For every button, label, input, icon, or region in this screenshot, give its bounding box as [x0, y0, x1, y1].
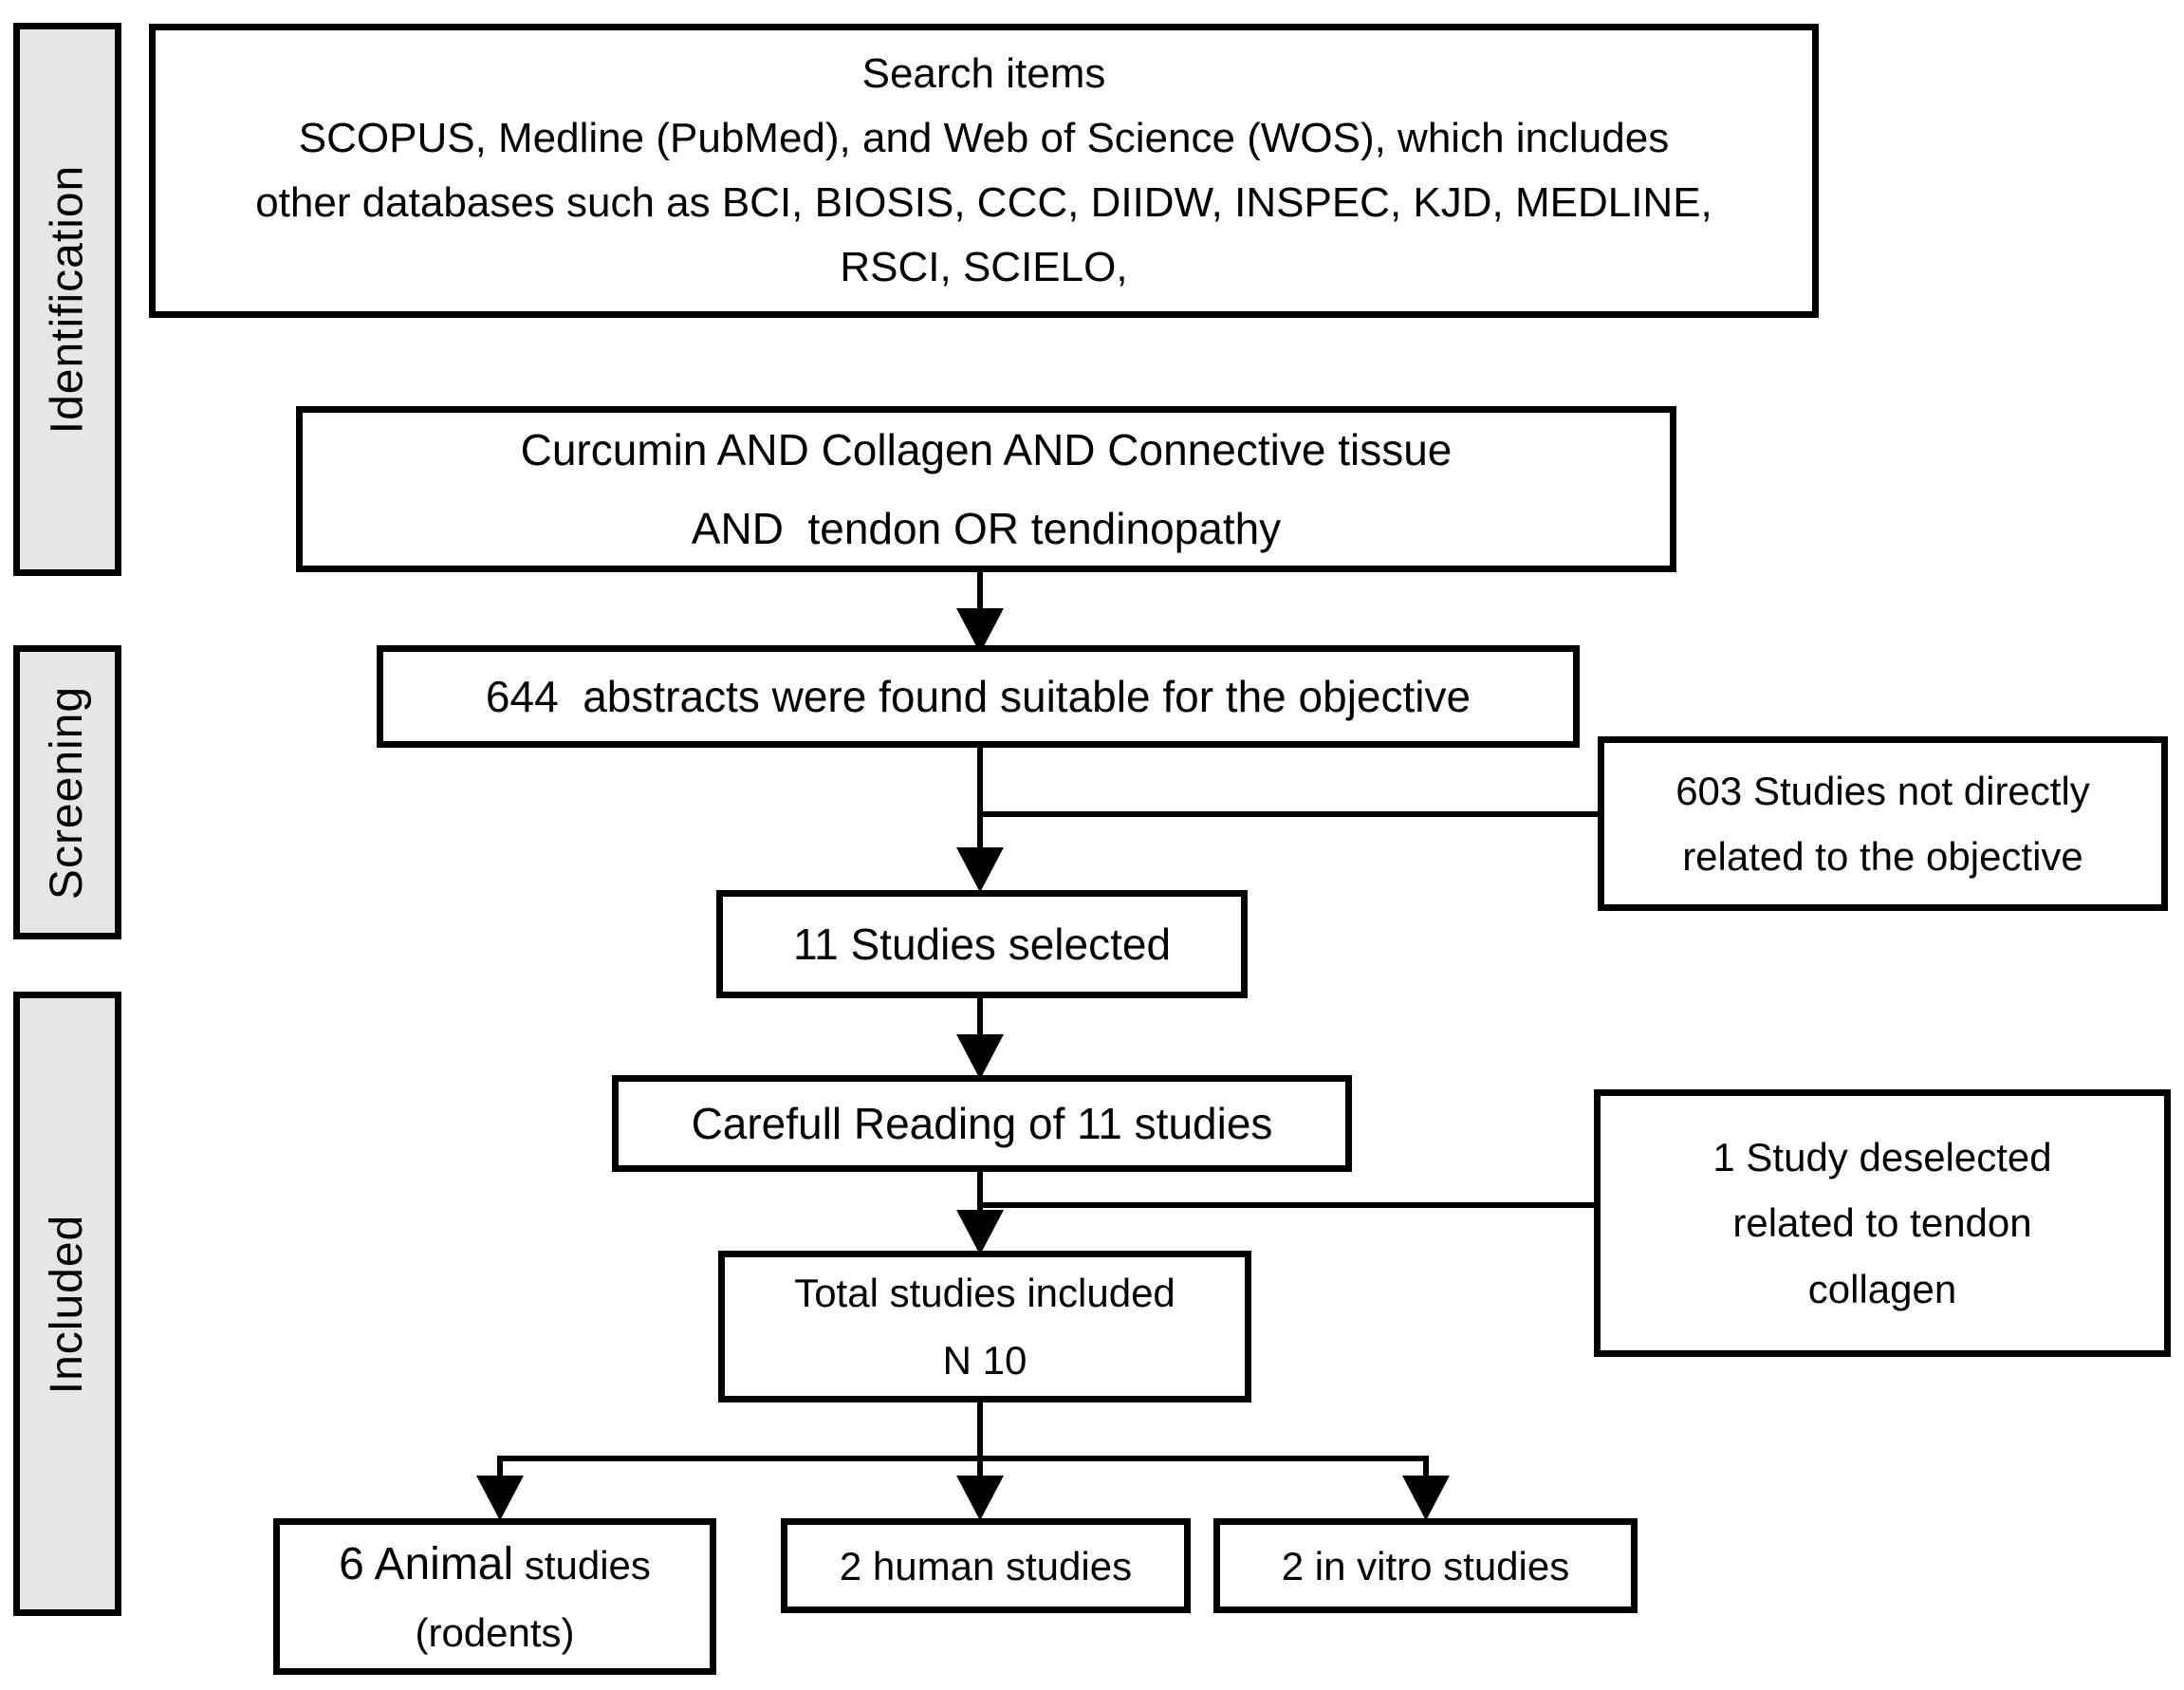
box-total-included-text: Total studies included N 10	[794, 1270, 1175, 1383]
box-studies-selected: 11 Studies selected	[716, 890, 1248, 998]
sidebar-screening: Screening	[13, 645, 121, 939]
arrowhead-query-to-abstracts	[956, 608, 1004, 654]
box-animal-studies-line2: (rodents)	[415, 1610, 575, 1656]
arrowhead-selected-to-reading	[956, 1034, 1004, 1080]
box-studies-selected-text: 11 Studies selected	[792, 919, 1172, 969]
box-human-studies: 2 human studies	[781, 1518, 1191, 1613]
box-search-items-text: Search items SCOPUS, Medline (PubMed), a…	[255, 49, 1712, 291]
box-abstracts-found-text: 644 abstracts were found suitable for th…	[485, 671, 1471, 721]
arrowhead-animal	[476, 1476, 524, 1521]
arrowhead-invitro	[1402, 1476, 1450, 1521]
box-human-studies-text: 2 human studies	[839, 1543, 1133, 1588]
box-study-deselected: 1 Study deselected related to tendon col…	[1594, 1089, 2171, 1357]
sidebar-screening-label: Screening	[42, 685, 93, 900]
box-study-deselected-text: 1 Study deselected related to tendon col…	[1712, 1135, 2052, 1311]
box-search-query: Curcumin AND Collagen AND Connective tis…	[296, 406, 1676, 572]
sidebar-identification-label: Identification	[42, 164, 93, 435]
box-abstracts-found: 644 abstracts were found suitable for th…	[377, 645, 1580, 748]
box-studies-excluded: 603 Studies not directly related to the …	[1598, 736, 2168, 911]
box-invitro-studies: 2 in vitro studies	[1213, 1518, 1638, 1613]
box-search-items: Search items SCOPUS, Medline (PubMed), a…	[149, 24, 1819, 318]
arrowhead-abstracts-to-selected	[956, 847, 1004, 893]
box-search-query-text: Curcumin AND Collagen AND Connective tis…	[520, 424, 1453, 553]
box-careful-reading: Carefull Reading of 11 studies	[612, 1075, 1352, 1172]
animal-studies-word: studies	[513, 1542, 651, 1588]
arrowhead-reading-to-total	[956, 1210, 1004, 1255]
box-careful-reading-text: Carefull Reading of 11 studies	[691, 1098, 1273, 1148]
sidebar-included: Included	[13, 992, 121, 1616]
box-animal-studies-line1: 6 Animal studies	[339, 1529, 651, 1602]
box-studies-excluded-text: 603 Studies not directly related to the …	[1675, 768, 2090, 879]
animal-studies-count: 6 Animal	[339, 1538, 514, 1589]
arrowhead-human	[956, 1476, 1004, 1521]
sidebar-included-label: Included	[42, 1214, 93, 1394]
box-animal-studies: 6 Animal studies (rodents)	[273, 1518, 716, 1675]
box-invitro-studies-text: 2 in vitro studies	[1281, 1543, 1570, 1588]
box-total-included: Total studies included N 10	[718, 1251, 1251, 1402]
sidebar-identification: Identification	[13, 23, 121, 576]
